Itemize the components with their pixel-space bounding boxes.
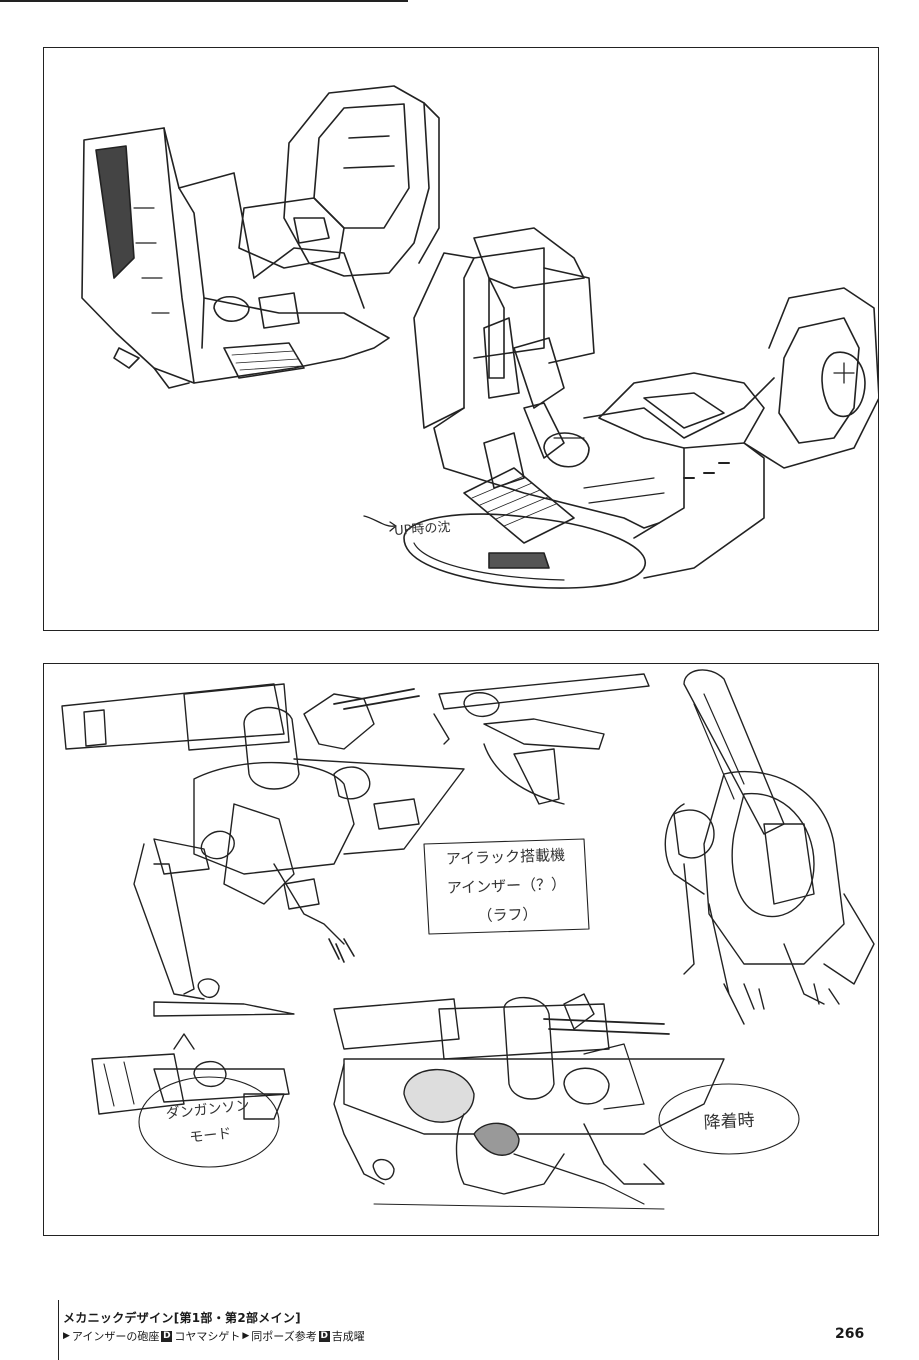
mech-drawings <box>61 669 875 1210</box>
mech-sketch-panel: アイラック搭載機 アインザー（？） （ラフ） ダンガンソン モード 降着時 <box>43 663 879 1236</box>
seat-right-drawing <box>363 227 878 589</box>
credit-text: 同ポーズ参考 <box>251 1330 317 1343</box>
credit-text: コヤマシゲト <box>174 1330 241 1343</box>
mech-cannon-mode-drawing <box>91 1033 290 1120</box>
note-center: アイラック搭載機 アインザー（？） （ラフ） <box>423 843 591 928</box>
designer-marker-icon: D <box>161 1330 173 1342</box>
note-oval-right <box>658 1083 800 1155</box>
note-center-line3: （ラフ） <box>477 904 538 926</box>
mech-landing-drawing <box>333 993 725 1210</box>
note-center-line2: アインザー（？） <box>446 874 567 898</box>
credits-line: ▶ アインザーの砲座 D コヤマシゲト ▶ 同ポーズ参考 D 吉成曜 <box>63 1328 365 1344</box>
triangle-marker-icon: ▶ <box>242 1331 250 1341</box>
note-box-outline <box>423 838 590 935</box>
cockpit-seat-sketch-panel: UP時の沈 <box>43 47 879 631</box>
gun-detail-drawing <box>433 673 650 805</box>
up-note: UP時の沈 <box>393 520 451 539</box>
credit-text: アインザーの砲座 <box>71 1330 160 1343</box>
triangle-marker-icon: ▶ <box>63 1331 70 1341</box>
note-oval-left <box>138 1076 280 1168</box>
note-center-line1: アイラック搭載機 <box>445 845 566 869</box>
seat-left-drawing <box>81 85 440 389</box>
page-number: 266 <box>835 1326 865 1342</box>
footer-side-rule <box>58 1300 59 1360</box>
top-page-rule <box>0 0 408 2</box>
note-left-line1: ダンガンソン <box>165 1097 251 1123</box>
cockpit-seat-drawings <box>81 85 878 589</box>
mech-main-drawing <box>61 683 465 1017</box>
section-title: メカニックデザイン[第1部・第2部メイン] <box>63 1311 301 1325</box>
designer-marker-icon: D <box>318 1330 330 1342</box>
note-left-line2: モード <box>188 1125 233 1147</box>
credit-text: 吉成曜 <box>331 1330 365 1343</box>
mech-flying-drawing <box>664 669 875 1025</box>
